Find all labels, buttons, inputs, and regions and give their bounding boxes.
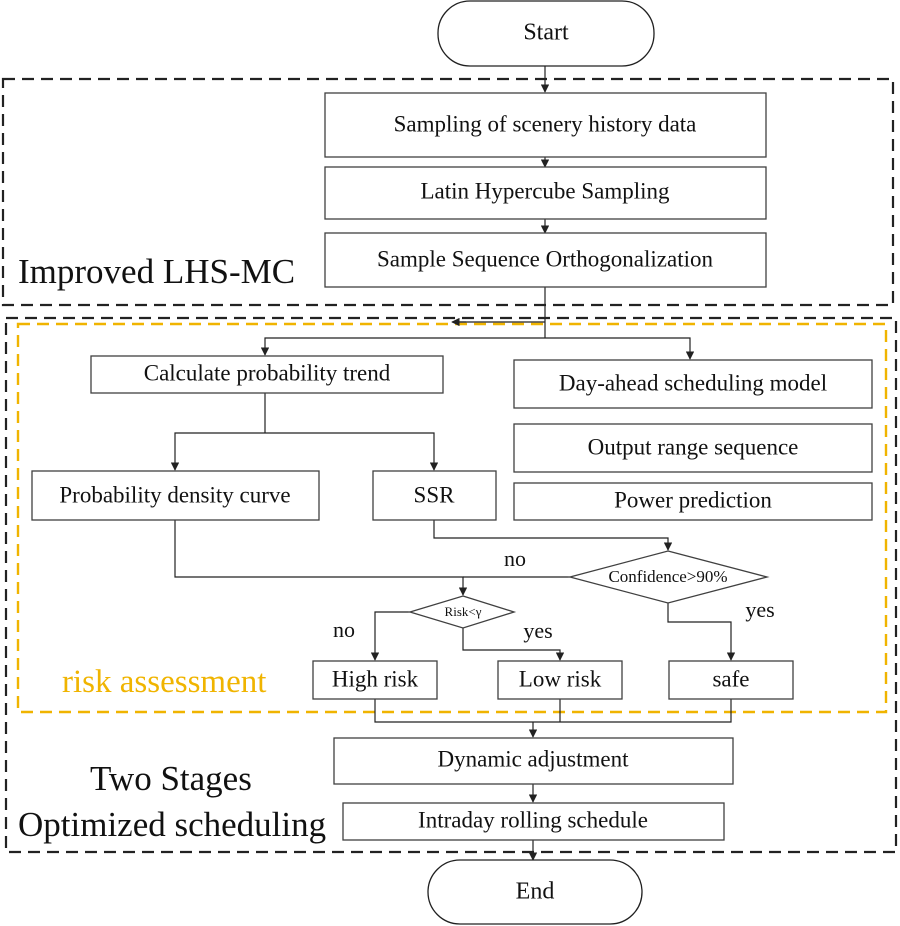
svg-text:Power prediction: Power prediction — [614, 487, 772, 512]
node-orthogonalization: Sample Sequence Orthogonalization — [324, 232, 767, 288]
svg-text:Confidence>90%: Confidence>90% — [608, 567, 727, 586]
edge-risk-no — [370, 611, 410, 661]
svg-text:Output range sequence: Output range sequence — [588, 434, 799, 459]
svg-text:Sample Sequence Orthogonalizat: Sample Sequence Orthogonalization — [377, 246, 713, 271]
region-label-two-stages-1: Two Stages — [90, 759, 252, 798]
edge-split-calc — [260, 337, 545, 356]
svg-text:safe: safe — [712, 666, 749, 691]
decision-risk: Risk<γ — [407, 595, 517, 629]
svg-text:Intraday rolling schedule: Intraday rolling schedule — [418, 807, 648, 832]
edge-pdc-risk — [174, 520, 468, 596]
svg-text:Latin Hypercube Sampling: Latin Hypercube Sampling — [420, 178, 670, 203]
edge-ssr-confidence — [433, 520, 673, 551]
region-label-risk-assessment: risk assessment — [62, 664, 266, 700]
node-day-ahead: Day-ahead scheduling model — [513, 359, 873, 409]
svg-text:Probability density curve: Probability density curve — [59, 482, 290, 507]
edge-split-dayahead — [545, 337, 695, 360]
node-calculate-probability: Calculate probability trend — [90, 355, 444, 394]
node-start: Start — [437, 0, 655, 67]
region-label-lhs-mc: Improved LHS-MC — [18, 252, 295, 291]
node-low-risk: Low risk — [497, 660, 623, 700]
label-risk-no: no — [333, 617, 355, 642]
svg-text:Low risk: Low risk — [519, 666, 602, 691]
label-risk-yes: yes — [523, 618, 552, 643]
node-end: End — [427, 859, 643, 925]
node-intraday-rolling: Intraday rolling schedule — [342, 802, 725, 841]
label-confidence-no: no — [504, 546, 526, 571]
node-ssr: SSR — [372, 470, 497, 521]
decision-confidence: Confidence>90% — [567, 550, 770, 604]
svg-text:High risk: High risk — [332, 666, 419, 691]
svg-text:Start: Start — [523, 20, 569, 46]
edge-confidence-yes — [667, 603, 736, 661]
node-output-range: Output range sequence — [513, 423, 873, 473]
region-risk-assessment — [16, 322, 888, 714]
node-latin-hypercube: Latin Hypercube Sampling — [324, 166, 767, 220]
region-improved-lhs-mc — [1, 77, 895, 307]
svg-text:Dynamic adjustment: Dynamic adjustment — [438, 746, 630, 771]
svg-text:Calculate probability trend: Calculate probability trend — [144, 360, 391, 385]
region-two-stages — [4, 316, 898, 854]
svg-text:SSR: SSR — [414, 482, 456, 507]
label-confidence-yes: yes — [745, 597, 774, 622]
node-probability-density: Probability density curve — [31, 470, 320, 521]
node-high-risk: High risk — [312, 660, 438, 700]
node-safe: safe — [668, 660, 794, 700]
edges — [170, 66, 736, 861]
node-dynamic-adjustment: Dynamic adjustment — [333, 737, 734, 785]
svg-text:Risk<γ: Risk<γ — [445, 604, 482, 619]
edge-merge — [374, 699, 732, 737]
svg-text:Day-ahead scheduling model: Day-ahead scheduling model — [559, 370, 827, 395]
edge-risk-yes — [462, 628, 565, 661]
edge-calc-ssr — [265, 432, 439, 471]
edge-calc-pdc — [170, 432, 265, 471]
node-sampling-history: Sampling of scenery history data — [324, 92, 767, 158]
svg-text:End: End — [516, 879, 555, 905]
svg-text:Sampling of scenery history da: Sampling of scenery history data — [394, 111, 697, 136]
node-power-prediction: Power prediction — [513, 482, 873, 521]
region-label-two-stages-2: Optimized scheduling — [18, 805, 326, 844]
